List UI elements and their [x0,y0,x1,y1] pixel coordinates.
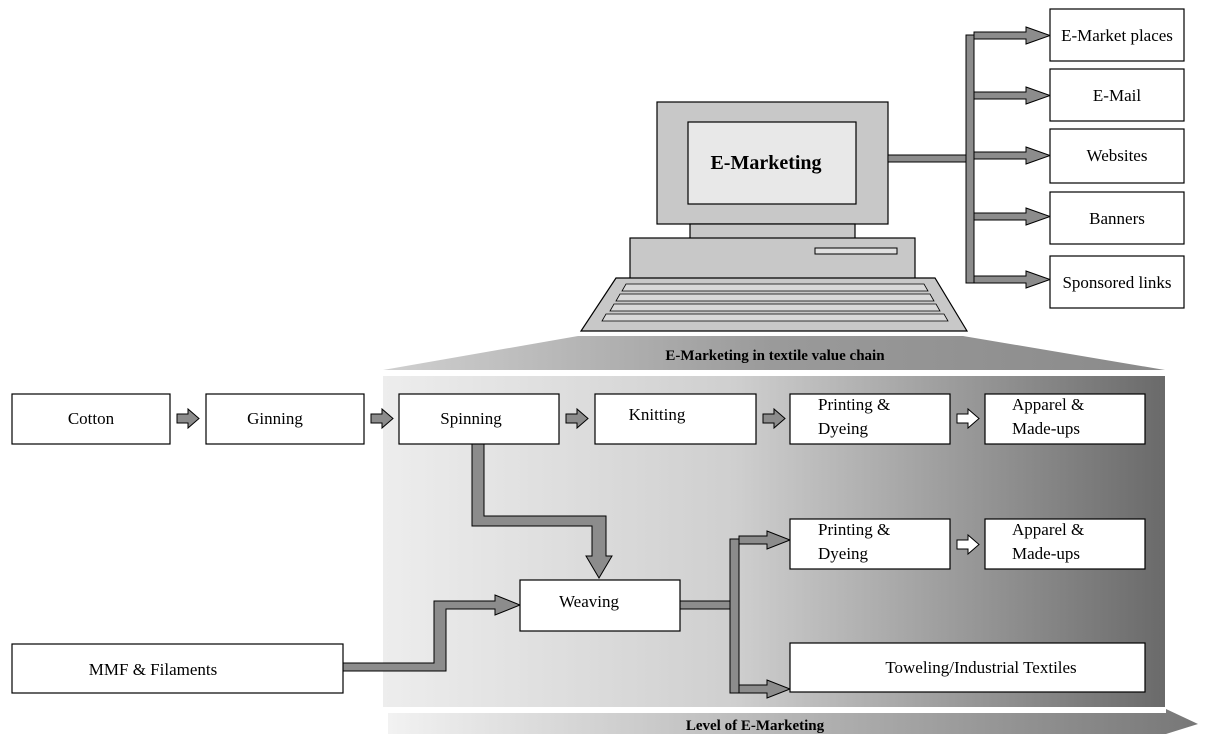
channel-box [1049,8,1185,62]
node-printing-dyeing-2 [789,518,951,570]
key-row [615,293,935,302]
weaving-branch-bus [729,538,740,694]
monitor-screen [687,121,857,205]
mmf-to-weaving-arrow [342,594,522,672]
node-mmf-filaments-label: MMF & Filaments [89,660,217,679]
node-spinning-label: Spinning [440,409,502,428]
node-printing-dyeing-1-line1: Printing & [818,395,890,414]
node-apparel-2 [984,518,1146,570]
node-apparel-2-line2: Made-ups [1012,544,1080,563]
monitor-neck [689,223,856,240]
node-spinning [398,393,560,445]
arrow [565,407,589,430]
arrow [973,86,1052,105]
arrow [973,26,1052,45]
node-ginning [205,393,365,445]
node-toweling-label: Toweling/Industrial Textiles [885,658,1076,677]
spinning-to-weaving-arrow [471,442,613,579]
node-toweling [789,642,1146,693]
arrow [973,270,1052,289]
arrow [956,533,980,556]
channel-box [1049,128,1185,184]
channel-bus [965,34,975,284]
node-apparel-1-line2: Made-ups [1012,419,1080,438]
key-row [609,303,941,312]
node-knitting-label: Knitting [629,405,686,424]
level-arrow [388,709,1198,734]
value-chain-connectors [342,442,792,699]
connector-pipe [887,154,971,163]
channel-e-market-places: E-Market places [1061,26,1173,45]
channel-banners: Banners [1089,209,1145,228]
computer-icon: E-Marketing [579,101,969,332]
arrow [973,146,1052,165]
node-apparel-2-line1: Apparel & [1012,520,1084,539]
arrow [738,530,792,550]
node-mmf-filaments [11,643,344,694]
node-printing-dyeing-2-line1: Printing & [818,520,890,539]
channel-list: E-Market places E-Mail Websites Banners … [1049,8,1185,309]
drive-slot [814,247,898,255]
channel-box [1049,255,1185,309]
chain-arrows [176,407,980,556]
weaving-branch-stem [679,600,735,610]
channel-box [1049,68,1185,122]
channel-connector [887,26,1052,289]
node-printing-dyeing-1 [789,393,951,445]
arrow [176,407,200,430]
arrow [762,407,786,430]
arrow [738,679,792,699]
node-printing-dyeing-1-line2: Dyeing [818,419,869,438]
node-weaving-label: Weaving [559,592,619,611]
node-apparel-1-line1: Apparel & [1012,395,1084,414]
node-weaving [519,579,681,632]
node-cotton-label: Cotton [68,409,115,428]
level-label: Level of E-Marketing [686,718,825,734]
band-header [383,336,1165,370]
value-chain: Cotton Ginning Spinning Knitting Printin… [11,393,1146,694]
node-printing-dyeing-2-line2: Dyeing [818,544,869,563]
node-cotton [11,393,171,445]
node-knitting [594,393,757,445]
key-row [601,313,949,322]
channel-websites: Websites [1087,146,1148,165]
key-row [621,283,929,292]
channel-sponsored-links: Sponsored links [1062,273,1171,292]
arrow [973,207,1052,226]
channel-arrows [973,26,1052,289]
band-label: E-Marketing in textile value chain [665,348,885,364]
arrow [370,407,394,430]
arrow [956,407,980,430]
node-ginning-label: Ginning [247,409,303,428]
screen-label: E-Marketing [710,152,821,174]
node-apparel-1 [984,393,1146,445]
channel-e-mail: E-Mail [1093,86,1141,105]
channel-box [1049,191,1185,245]
